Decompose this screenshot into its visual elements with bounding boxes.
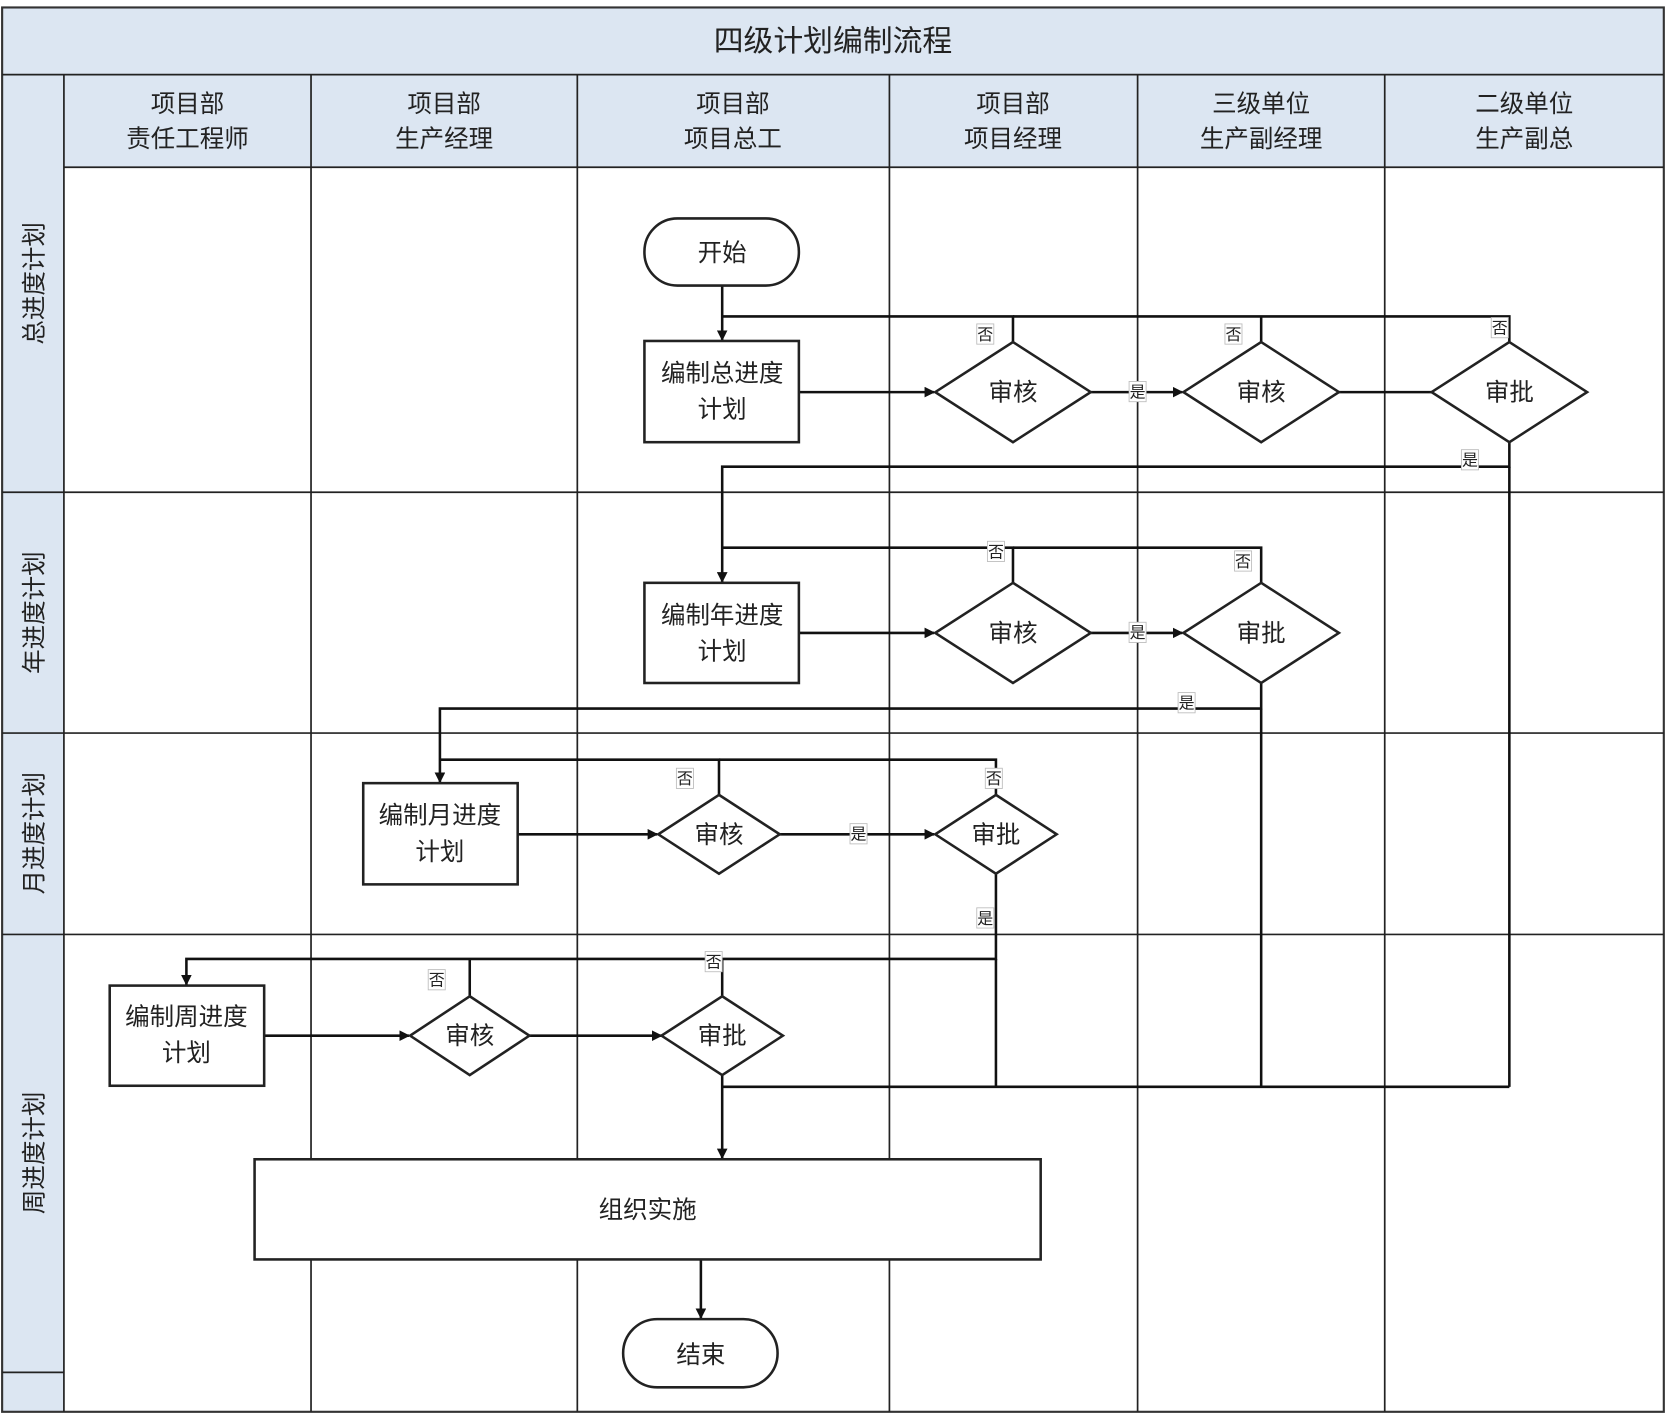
decision-week-review: 审核 [407,994,532,1077]
connectors [181,285,1511,1320]
svg-text:计划: 计划 [162,1038,211,1067]
svg-text:是: 是 [1462,451,1478,470]
svg-text:否: 否 [977,325,993,344]
svg-text:是: 是 [1130,623,1146,642]
decision-month-approve: 审批 [932,793,1060,876]
svg-text:是: 是 [1130,382,1146,401]
yes-label: 是 [1177,692,1196,714]
no-label: 否 [704,951,723,973]
decision-master-approve: 审批 [1429,340,1590,444]
process-month-plan: 编制月进度 计划 [361,781,519,886]
column-header-4: 项目部 项目经理 [964,89,1062,153]
decision-master-review-1: 审核 [932,340,1094,444]
svg-text:是: 是 [1179,694,1195,713]
svg-text:编制总进度: 编制总进度 [661,358,783,387]
svg-text:否: 否 [988,542,1004,561]
lane-label-week: 周进度计划 [20,1092,49,1215]
decision-month-review: 审核 [655,793,783,876]
column-header-line1: 项目部 [696,89,769,118]
svg-text:审核: 审核 [694,820,743,849]
svg-text:是: 是 [977,909,993,928]
svg-text:编制年进度: 编制年进度 [661,600,783,629]
lane-label-month: 月进度计划 [20,772,49,895]
decision-year-approve: 审批 [1181,581,1342,685]
no-label: 否 [984,767,1003,789]
lane-label-column [2,74,64,1412]
svg-text:否: 否 [1225,325,1241,344]
yes-label: 是 [1128,381,1147,403]
no-label: 否 [675,767,694,789]
end-node: 结束 [621,1317,779,1389]
svg-text:否: 否 [986,769,1002,788]
svg-text:结束: 结束 [676,1340,725,1369]
column-header-line1: 二级单位 [1475,89,1573,118]
process-master-plan: 编制总进度 计划 [643,339,801,444]
column-header-line2: 生产经理 [395,124,493,153]
svg-text:审批: 审批 [1485,378,1534,407]
no-label: 否 [1490,317,1509,339]
diagram-title: 四级计划编制流程 [714,24,952,59]
svg-text:审核: 审核 [445,1021,494,1050]
svg-text:计划: 计划 [698,637,747,666]
column-header-line1: 项目部 [407,89,480,118]
column-header-line2: 生产副总 [1475,124,1573,153]
svg-text:开始: 开始 [698,238,747,267]
no-label: 否 [427,969,446,991]
process-week-plan: 编制周进度 计划 [108,984,266,1088]
process-year-plan: 编制年进度 计划 [643,581,801,685]
process-implement: 组织实施 [253,1157,1042,1261]
svg-text:否: 否 [677,769,693,788]
svg-text:组织实施: 组织实施 [599,1195,697,1224]
svg-text:审批: 审批 [1237,618,1286,647]
column-header-line2: 项目总工 [684,124,782,153]
column-header-1: 项目部 责任工程师 [126,89,248,153]
svg-text:否: 否 [706,952,722,971]
svg-text:是: 是 [851,825,867,844]
svg-text:审批: 审批 [698,1021,747,1050]
yes-label: 是 [849,823,868,845]
svg-text:审核: 审核 [988,378,1037,407]
svg-text:计划: 计划 [698,395,747,424]
svg-text:审核: 审核 [988,618,1037,647]
column-header-6: 二级单位 生产副总 [1475,89,1573,153]
edge-labels: 否 否 否 是 是 否 否 是 是 否 否 是 是 否 否 [427,317,1509,991]
title-bar [2,7,1664,75]
no-label: 否 [986,540,1005,562]
decision-year-review: 审核 [932,581,1094,685]
column-header-line2: 责任工程师 [126,124,248,153]
svg-text:编制周进度: 编制周进度 [125,1002,247,1031]
column-header-line2: 项目经理 [964,124,1062,153]
yes-label: 是 [976,907,995,929]
yes-label: 是 [1460,449,1479,471]
svg-text:审核: 审核 [1237,378,1286,407]
swimlane-grid [1,6,1665,1413]
no-label: 否 [1234,550,1253,572]
svg-text:否: 否 [1235,552,1251,571]
lane-label-master: 总进度计划 [20,222,49,345]
column-header-5: 三级单位 生产副经理 [1200,89,1322,153]
yes-label: 是 [1128,621,1147,643]
header-row [63,74,1664,168]
lane-label-year: 年进度计划 [20,551,49,674]
column-header-line1: 三级单位 [1212,89,1310,118]
no-label: 否 [1224,323,1243,345]
column-header-line1: 项目部 [976,89,1049,118]
column-header-3: 项目部 项目总工 [684,89,782,153]
svg-text:否: 否 [429,971,445,990]
column-header-2: 项目部 生产经理 [395,89,493,153]
svg-text:否: 否 [1492,319,1508,338]
svg-text:计划: 计划 [415,837,464,866]
svg-text:编制月进度: 编制月进度 [379,801,501,830]
no-label: 否 [976,323,995,345]
column-header-line2: 生产副经理 [1200,124,1322,153]
svg-text:审批: 审批 [971,820,1020,849]
decision-master-review-2: 审核 [1181,340,1342,444]
decision-week-approve: 审批 [659,994,786,1077]
column-header-line1: 项目部 [151,89,224,118]
start-node: 开始 [643,217,801,287]
